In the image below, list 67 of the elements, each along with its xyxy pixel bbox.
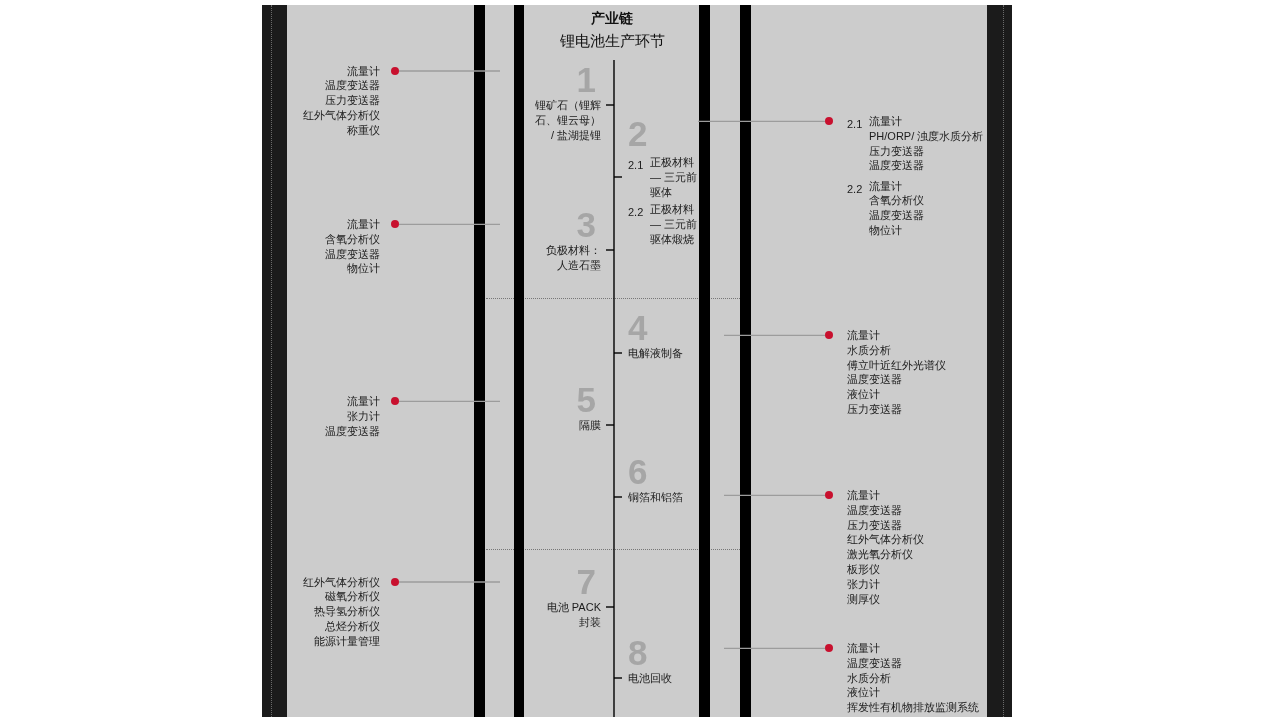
instrument-label: 含氧分析仪	[325, 231, 380, 247]
instrument-label: 流量计	[869, 178, 902, 194]
instrument-label: 温度变送器	[847, 372, 902, 388]
instrument-label: 温度变送器	[847, 502, 902, 518]
leader-line	[398, 70, 501, 72]
instrument-label: 温度变送器	[325, 78, 380, 94]
instrument-label: 温度变送器	[869, 158, 924, 174]
instrument-label: 磁氧分析仪	[325, 589, 380, 605]
instrument-label: 物位计	[347, 261, 380, 277]
section-number: 2.1	[628, 157, 644, 173]
instrument-label: 张力计	[847, 576, 880, 592]
step-label: 电池回收	[628, 670, 672, 686]
leader-line	[398, 400, 501, 403]
subtitle: 锂电池生产环节	[559, 31, 665, 51]
instrument-label: 压力变送器	[325, 93, 380, 108]
instrument-label: 能源计量管理	[314, 633, 380, 649]
instrument-label: 热导氢分析仪	[314, 604, 380, 619]
step-label: 电池 PACK 封装	[545, 599, 601, 630]
leader-line	[723, 334, 826, 337]
instrument-label: 液位计	[847, 685, 880, 701]
section-number: 2.2	[847, 181, 863, 197]
instrument-label: 含氧分析仪	[869, 193, 924, 209]
instrument-label: 测厚仪	[847, 591, 880, 607]
instrument-label: 温度变送器	[847, 655, 902, 671]
instrument-label: 激光氧分析仪	[847, 547, 913, 562]
instrument-label: 流量计	[347, 63, 380, 79]
leader-line	[398, 581, 501, 583]
step-label: 隔膜	[579, 417, 601, 433]
instrument-label: 温度变送器	[325, 423, 380, 439]
leader-line	[723, 647, 826, 650]
step-label: 锂矿石（锂辉石、锂云母）/ 盐湖提锂	[534, 97, 601, 143]
instrument-label: 流量计	[847, 641, 880, 656]
instrument-label: 流量计	[869, 114, 902, 129]
section-number: 2.2	[628, 204, 644, 220]
instrument-label: PH/ORP/ 浊度水质分析	[869, 128, 984, 144]
instrument-label: 流量计	[347, 394, 380, 409]
instrument-label: 板形仪	[847, 562, 880, 577]
step-label: 负极材料：人造石墨	[545, 242, 601, 273]
step-label: 电解液制备	[628, 345, 683, 361]
instrument-label: 水质分析	[847, 670, 891, 686]
instrument-label: 傅立叶近红外光谱仪	[847, 357, 946, 373]
instrument-label: 流量计	[847, 488, 880, 503]
instrument-label: 总烃分析仪	[325, 619, 380, 634]
step-label: 正极材料— 三元前驱体煅烧	[650, 201, 698, 247]
section-number: 2.1	[847, 117, 863, 132]
instrument-label: 红外气体分析仪	[303, 108, 380, 123]
leader-line	[398, 223, 501, 226]
step-label: 正极材料— 三元前驱体	[650, 154, 698, 200]
instrument-label: 红外气体分析仪	[847, 532, 924, 548]
instrument-label: 挥发性有机物排放监测系统	[847, 700, 979, 715]
instrument-label: 水质分析	[847, 342, 891, 358]
instrument-label: 张力计	[347, 408, 380, 424]
leader-line	[697, 120, 826, 123]
instrument-label: 红外气体分析仪	[303, 574, 380, 590]
instrument-label: 液位计	[847, 387, 880, 402]
instrument-label: 称重仪	[347, 122, 380, 138]
instrument-label: 压力变送器	[847, 517, 902, 533]
step-label: 铜箔和铝箔	[628, 489, 683, 505]
instrument-label: 压力变送器	[847, 402, 902, 417]
diagram-title: 产业链	[591, 9, 633, 27]
instrument-label: 物位计	[869, 223, 902, 238]
leader-line	[723, 494, 826, 497]
instrument-label: 温度变送器	[325, 246, 380, 262]
instrument-label: 流量计	[347, 217, 380, 232]
instrument-label: 流量计	[847, 328, 880, 343]
instrument-label: 压力变送器	[869, 143, 924, 159]
instrument-label: 温度变送器	[869, 208, 924, 223]
